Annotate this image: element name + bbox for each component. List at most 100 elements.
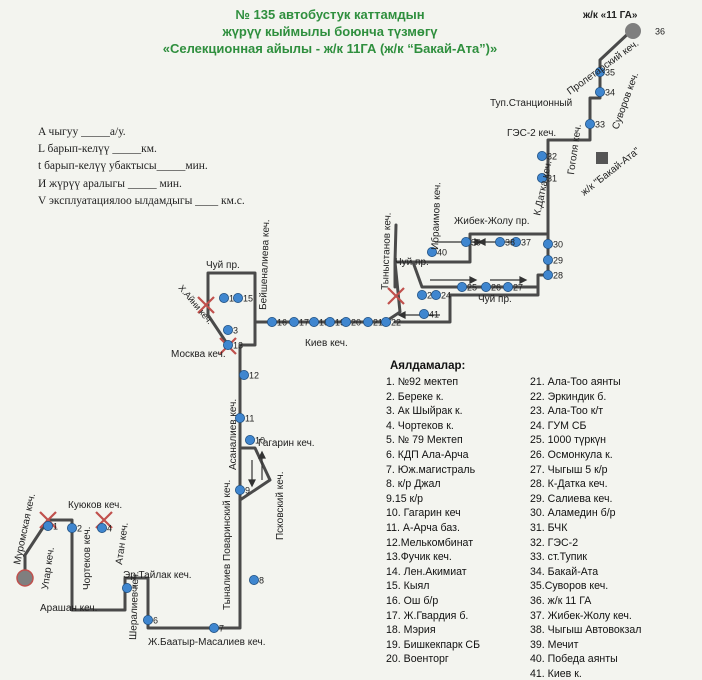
stop-marker-number: 31 bbox=[547, 174, 557, 184]
stop-marker-number: 36 bbox=[655, 27, 665, 37]
label-ibraimov: Ибраимов кеч. bbox=[429, 182, 443, 250]
stop-legend-item: 15. Кыял bbox=[386, 580, 430, 593]
stop-marker-dot bbox=[238, 369, 249, 380]
stop-marker-number: 33 bbox=[595, 120, 605, 130]
stop-legend-item: 2. Береке к. bbox=[386, 390, 444, 403]
stop-marker-dot bbox=[308, 316, 319, 327]
stop-marker-number: 22 bbox=[391, 318, 401, 328]
stop-legend-item: 32. ГЭС-2 bbox=[530, 536, 579, 549]
stop-marker-dot bbox=[324, 316, 335, 327]
stop-marker: 29 bbox=[543, 254, 563, 266]
stop-marker: 18 bbox=[308, 316, 329, 328]
stop-marker-dot bbox=[234, 484, 245, 495]
stop-marker: 35 bbox=[595, 67, 615, 78]
stop-marker: 15 bbox=[232, 292, 253, 304]
stop-marker-dot bbox=[595, 87, 606, 98]
stop-marker: 36 bbox=[655, 27, 665, 37]
label-suvorov: Суворов кеч. bbox=[610, 71, 641, 131]
stop-marker-dot bbox=[222, 339, 233, 350]
stop-marker-dot bbox=[456, 281, 467, 292]
stop-marker-dot bbox=[595, 67, 606, 78]
stop-marker-number: 6 bbox=[153, 616, 158, 626]
stop-marker: 31 bbox=[537, 172, 557, 184]
stop-marker-number: 35 bbox=[605, 68, 615, 78]
stop-marker-dot bbox=[480, 281, 491, 292]
stop-marker-number: 20 bbox=[351, 318, 361, 328]
stop-marker: 24 bbox=[430, 289, 451, 301]
stop-legend-item: 8. к/р Джал bbox=[386, 478, 441, 491]
stop-marker: 1 bbox=[43, 521, 58, 532]
stop-legend-item: 36. ж/к 11 ГА bbox=[530, 595, 592, 607]
stop-marker-dot bbox=[380, 316, 391, 327]
label-gogol: Гоголя кеч. bbox=[566, 124, 584, 176]
stop-marker-dot bbox=[362, 316, 373, 327]
label-chui-left: Чуй пр. bbox=[206, 260, 240, 271]
stop-marker: 33 bbox=[585, 119, 605, 130]
stop-legend-item: 31. БЧК bbox=[530, 522, 568, 534]
stop-marker-dot bbox=[537, 172, 548, 183]
label-asanaliev: Асаналиев кеч. bbox=[228, 399, 239, 470]
label-zhibek-zholu: Жибек-Жолу пр. bbox=[454, 215, 530, 227]
stop-marker: 32 bbox=[537, 150, 557, 162]
label-chortekov: Чортеков кеч. bbox=[82, 527, 93, 590]
stop-legend-item: 33. ст.Тупик bbox=[530, 551, 588, 564]
stop-marker-dot bbox=[122, 583, 133, 594]
stop-legend-item: 1. №92 мектеп bbox=[386, 376, 459, 388]
stop-marker-dot bbox=[418, 308, 429, 319]
label-gagarin: Гагарин кеч. bbox=[258, 438, 315, 449]
stop-marker-number: 17 bbox=[299, 318, 309, 328]
stop-marker: 2 bbox=[67, 523, 82, 534]
stop-marker-number: 32 bbox=[547, 152, 557, 162]
stop-legend-item: 17. Ж.Гвардия б. bbox=[386, 609, 469, 622]
stop-marker-dot bbox=[585, 119, 596, 130]
stop-marker-number: 10 bbox=[255, 436, 265, 446]
stop-marker-dot bbox=[43, 521, 54, 532]
direction-arrows bbox=[248, 238, 528, 488]
label-er-tailak: Эр Тайлак кеч. bbox=[123, 570, 192, 581]
stop-legend-item: 16. Ош б/р bbox=[386, 595, 439, 607]
terminal-start bbox=[16, 569, 34, 587]
stop-marker-number: 40 bbox=[437, 248, 447, 258]
stop-marker: 6 bbox=[142, 615, 158, 626]
stop-marker-dot bbox=[543, 254, 554, 265]
stop-legend-item: 13.Фучик кеч. bbox=[386, 551, 452, 564]
stop-marker-dot bbox=[288, 316, 299, 327]
stop-marker-number: 21 bbox=[373, 318, 383, 328]
stop-marker-dot bbox=[460, 236, 471, 247]
stop-marker: 3 bbox=[222, 324, 238, 336]
stop-marker: 11 bbox=[234, 412, 254, 424]
stop-marker-number: 13 bbox=[233, 341, 243, 351]
stop-marker-number: 16 bbox=[277, 318, 287, 328]
stop-marker-number: 2 bbox=[77, 524, 82, 534]
stop-marker-dot bbox=[494, 236, 505, 247]
stop-marker: 8 bbox=[248, 575, 264, 586]
stop-legend-item: 27. Чыгыш 5 к/р bbox=[530, 463, 608, 476]
stop-legend-item: 21. Ала-Тоо аянты bbox=[530, 376, 621, 388]
stop-marker-dot bbox=[248, 575, 259, 586]
stop-legend-item: 37. Жибек-Жолу кеч. bbox=[530, 609, 632, 622]
stop-legend-item: 11. А-Арча баз. bbox=[386, 522, 460, 534]
stop-marker: 20 bbox=[340, 316, 361, 328]
param-length: L барып-келүү _____км. bbox=[38, 143, 157, 156]
stop-marker-number: 15 bbox=[243, 294, 253, 304]
param-round-time: t барып-келүү убактысы_____мин. bbox=[38, 160, 208, 173]
stop-legend-item: 19. Бишкекпарк СБ bbox=[386, 638, 481, 651]
stop-marker-number: 30 bbox=[553, 240, 563, 250]
stop-marker-number: 38 bbox=[505, 238, 515, 248]
stop-marker-number: 19 bbox=[335, 318, 345, 328]
stop-marker-number: 11 bbox=[245, 414, 254, 424]
stop-marker-dot bbox=[510, 236, 521, 247]
stop-marker-number: 9 bbox=[245, 486, 250, 496]
stop-marker-dot bbox=[416, 289, 427, 300]
label-pskovsky: Псковский кеч. bbox=[275, 472, 286, 540]
stop-marker-dot bbox=[266, 316, 277, 327]
label-tynystanov: Тыныстанов кеч. bbox=[380, 212, 394, 290]
stop-legend-item: 3. Ак Шыйрак к. bbox=[386, 405, 463, 418]
stop-marker: 4 bbox=[97, 523, 112, 534]
stop-legend-item: 28. К-Датка кеч. bbox=[530, 478, 608, 491]
closed-stops-crosses bbox=[39, 287, 405, 529]
stop-marker: 41 bbox=[418, 308, 439, 320]
param-speed: V эксплуатациялоо ылдамдыгы ____ км.с. bbox=[38, 194, 245, 207]
